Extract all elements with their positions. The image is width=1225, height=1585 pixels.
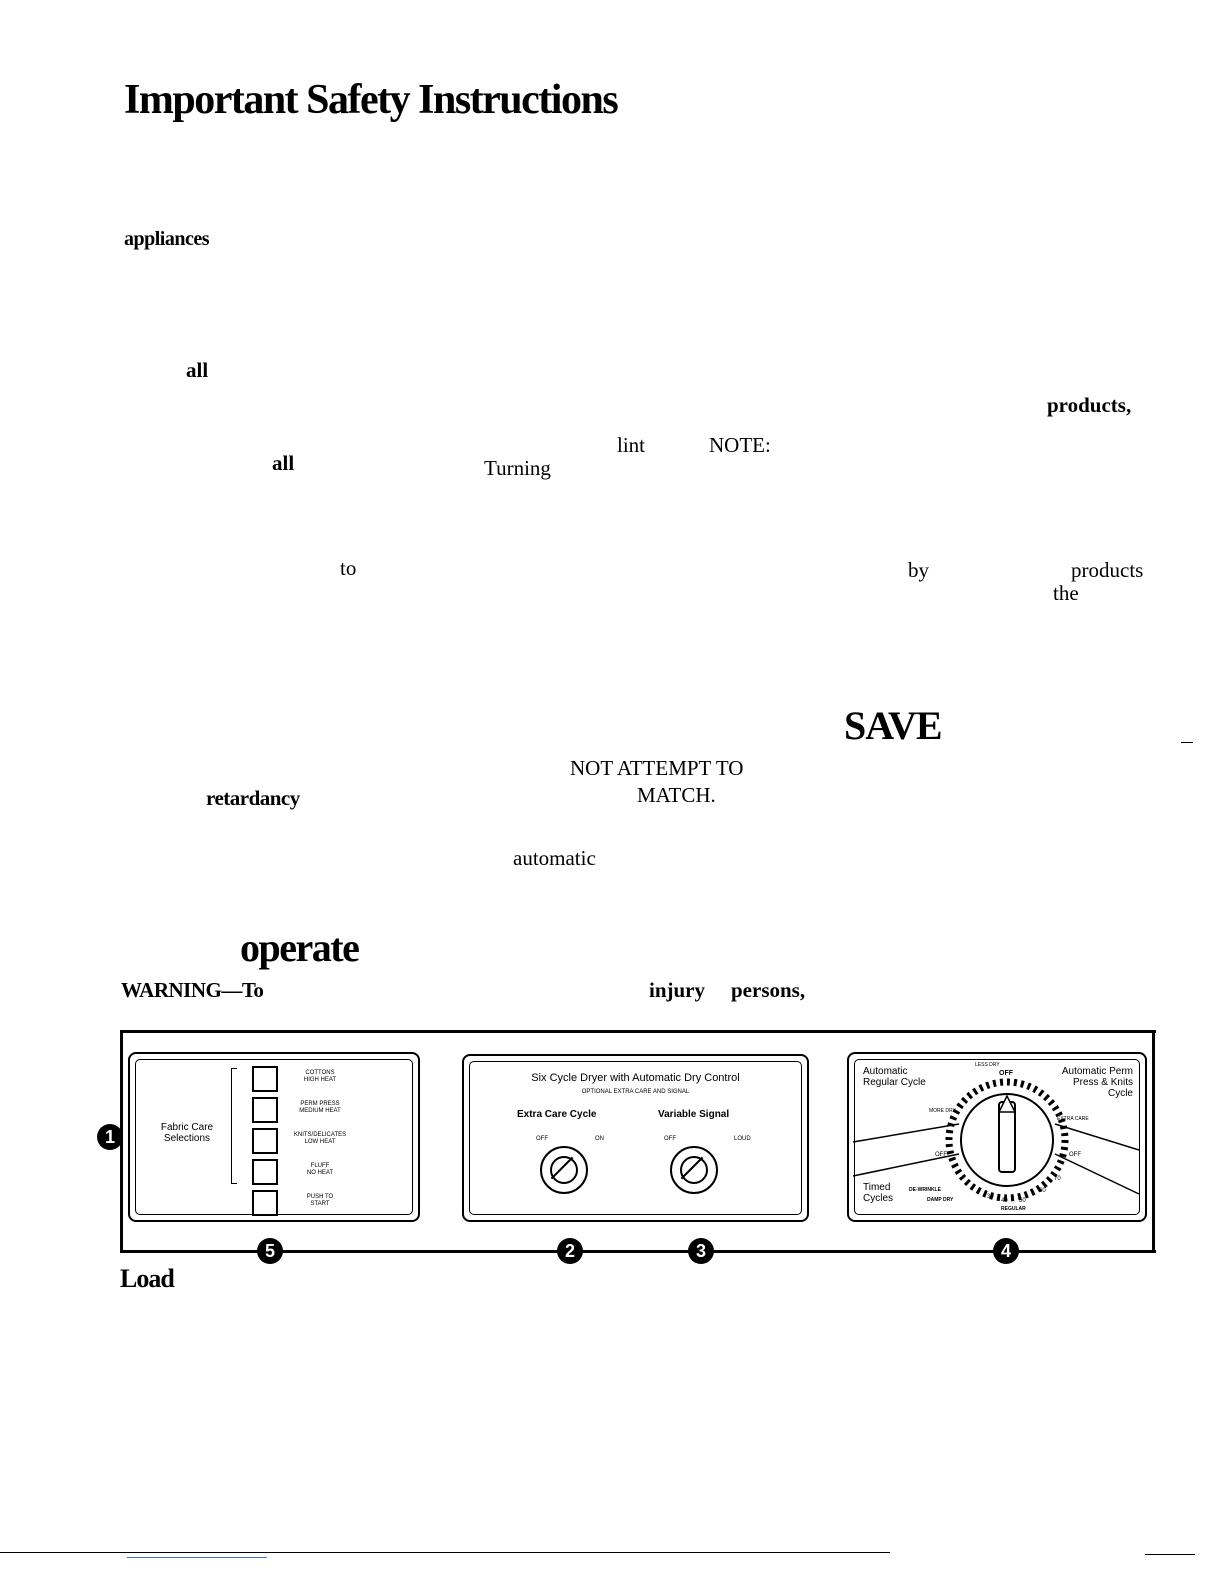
extra-care-label: Extra Care Cycle [517, 1109, 597, 1120]
center-panel: Six Cycle Dryer with Automatic Dry Contr… [462, 1054, 809, 1222]
center-panel-title: Six Cycle Dryer with Automatic Dry Contr… [531, 1072, 740, 1084]
signal-knob[interactable] [670, 1146, 718, 1194]
callout-2: 2 [557, 1238, 583, 1264]
panel-bottom-line [120, 1250, 1156, 1253]
fragment-note: NOTE: [709, 433, 771, 457]
fragment-match: MATCH. [637, 783, 716, 807]
fragment-persons: persons, [731, 978, 806, 1002]
fragment-not-attempt: NOT ATTEMPT TO [570, 756, 744, 780]
tick-70: 70 [1054, 1176, 1061, 1182]
fragment-products-comma: products, [1047, 393, 1132, 417]
auto-perm-label: Automatic Perm Press & Knits Cycle [1061, 1066, 1133, 1099]
variable-signal-label: Variable Signal [658, 1109, 730, 1120]
bracket [231, 1068, 232, 1184]
center-panel-inner [469, 1061, 802, 1215]
off-label-right: OFF [1069, 1152, 1081, 1158]
fragment-the: the [1053, 581, 1079, 605]
callout-5: 5 [257, 1238, 283, 1264]
timer-panel-inner [854, 1059, 1140, 1215]
signal-off: OFF [664, 1136, 676, 1142]
fragment-all: all [186, 358, 209, 382]
footer-line [0, 1552, 890, 1553]
bracket-top [231, 1068, 237, 1069]
heading-operate: operate [240, 925, 360, 970]
bracket-bottom [231, 1183, 237, 1184]
fragment-appliances: appliances [124, 228, 210, 250]
less-dry-label: LESS DRY [975, 1062, 1000, 1068]
de-wrinkle-label: DE-WRINKLE [909, 1187, 941, 1193]
signal-loud: LOUD [734, 1136, 751, 1142]
fragment-save: SAVE [844, 703, 943, 748]
center-panel-subtitle: OPTIONAL EXTRA CARE AND SIGNAL [581, 1089, 690, 1095]
heading-load: Load [120, 1264, 175, 1293]
extra-care-knob[interactable] [540, 1146, 588, 1194]
off-label-left: OFF [935, 1152, 947, 1158]
fragment-retardancy: retardancy [206, 786, 300, 810]
callout-3: 3 [688, 1238, 714, 1264]
panel-right-line [1152, 1030, 1155, 1252]
extra-care-on: ON [595, 1136, 604, 1142]
fragment-to: to [340, 556, 357, 580]
regular-label: REGULAR [1001, 1206, 1026, 1212]
fragment-turning: Turning [484, 456, 551, 480]
callout-4: 4 [993, 1238, 1019, 1264]
auto-regular-label: Automatic Regular Cycle [863, 1066, 926, 1088]
timed-cycles-label: Timed Cycles [863, 1182, 894, 1204]
perm-press-button[interactable] [252, 1097, 278, 1123]
dash-mark [1181, 742, 1193, 743]
knits-delicates-button[interactable] [252, 1128, 278, 1154]
fragment-by: by [908, 558, 929, 582]
extra-care-dial-label: EXTRA CARE [1057, 1116, 1089, 1122]
timer-panel: Automatic Regular Cycle Automatic Perm P… [847, 1052, 1147, 1222]
tick-50: 50 [1019, 1198, 1026, 1204]
fabric-care-label: Fabric Care Selections [160, 1122, 214, 1144]
fragment-automatic: automatic [513, 846, 596, 870]
more-dry-label: MORE DRY [929, 1108, 956, 1114]
callout-1: 1 [97, 1124, 123, 1150]
fragment-injury: injury [649, 978, 706, 1002]
tick-60: 60 [1039, 1188, 1046, 1194]
footer-line-right [1145, 1554, 1195, 1555]
fluff-button[interactable] [252, 1159, 278, 1185]
cottons-button[interactable] [252, 1066, 278, 1092]
panel-top-line [120, 1030, 1156, 1033]
off-label-top: OFF [999, 1070, 1013, 1077]
fragment-warning: WARNING—To [121, 978, 264, 1002]
fragment-products: products [1071, 558, 1144, 582]
footer-link-line [127, 1557, 267, 1558]
damp-dry-label: DAMP DRY [927, 1197, 954, 1203]
fragment-all-2: all [272, 451, 295, 475]
page-title: Important Safety Instructions [124, 77, 619, 123]
fragment-lint: lint [617, 433, 646, 457]
push-to-start-button[interactable] [252, 1190, 278, 1216]
extra-care-off: OFF [536, 1136, 548, 1142]
timer-dial-graphic [852, 1078, 1140, 1202]
